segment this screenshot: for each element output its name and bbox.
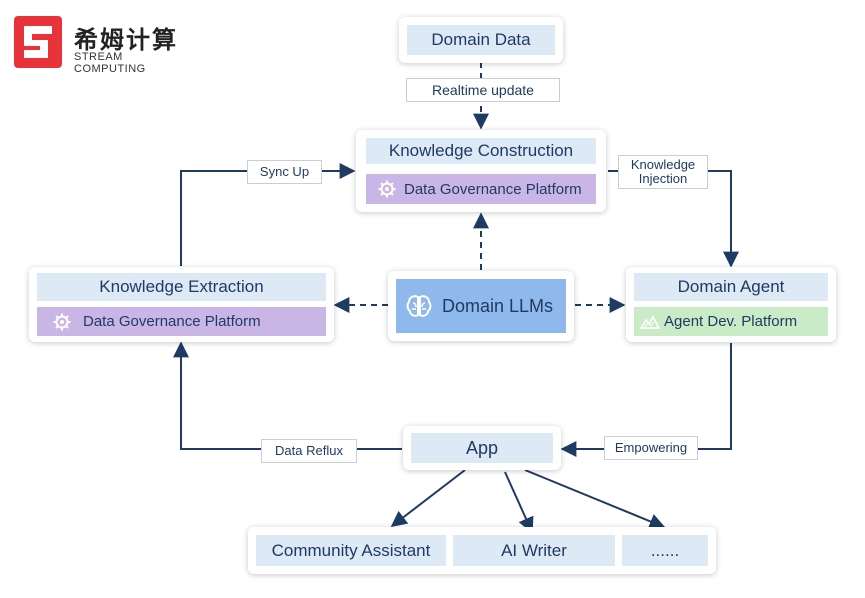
domain-agent-title: Domain Agent xyxy=(634,273,828,301)
arrow-app-writer xyxy=(504,471,534,534)
app-title: App xyxy=(411,433,553,463)
mountain-chart-icon xyxy=(640,314,660,329)
app-community-assistant: Community Assistant xyxy=(256,535,446,566)
construction-platform: Data Governance Platform xyxy=(366,174,596,204)
gear-brain-icon xyxy=(53,313,71,331)
app-card: App xyxy=(403,426,561,470)
logo-name-cn: 希姆计算 xyxy=(74,27,178,54)
app-ai-writer: AI Writer xyxy=(453,535,615,566)
domain-agent-card: Domain Agent Agent Dev. Platform xyxy=(626,267,836,342)
logo: 希姆计算 STREAM COMPUTING xyxy=(14,14,194,75)
domain-llms-card: Domain LLMs xyxy=(388,271,574,341)
agent-platform: Agent Dev. Platform xyxy=(634,307,828,336)
domain-llms-box: Domain LLMs xyxy=(396,279,566,333)
construction-platform-label: Data Governance Platform xyxy=(404,180,582,198)
knowledge-construction-card: Knowledge Construction Data Governance P… xyxy=(356,130,606,212)
gear-brain-icon xyxy=(378,180,396,198)
arrow-sync-up xyxy=(180,163,356,266)
extraction-platform-label: Data Governance Platform xyxy=(83,313,261,330)
label-empowering: Empowering xyxy=(604,436,698,460)
logo-mark-icon xyxy=(14,16,62,68)
label-knowledge-injection-text: Knowledge Injection xyxy=(630,157,696,186)
arrow-data-reflux xyxy=(173,341,402,450)
app-list-card: Community Assistant AI Writer ...... xyxy=(248,527,716,574)
extraction-platform: Data Governance Platform xyxy=(37,307,326,336)
logo-name-en: STREAM COMPUTING xyxy=(74,51,146,75)
domain-data-card: Domain Data xyxy=(399,17,563,63)
label-knowledge-injection: Knowledge Injection xyxy=(618,155,708,189)
label-realtime-update: Realtime update xyxy=(406,78,560,102)
arrow-app-more xyxy=(524,469,666,529)
label-sync-up: Sync Up xyxy=(247,160,322,184)
arrow-app-community xyxy=(390,469,466,527)
knowledge-extraction-card: Knowledge Extraction Data Governance Pla… xyxy=(29,267,334,342)
arrow-empowering xyxy=(560,343,732,457)
brain-icon xyxy=(406,294,432,318)
knowledge-extraction-title: Knowledge Extraction xyxy=(37,273,326,301)
app-more: ...... xyxy=(622,535,708,566)
knowledge-construction-title: Knowledge Construction xyxy=(366,138,596,164)
domain-llms-label: Domain LLMs xyxy=(442,295,554,316)
label-data-reflux: Data Reflux xyxy=(261,439,357,463)
agent-platform-label: Agent Dev. Platform xyxy=(664,313,798,330)
domain-data-title: Domain Data xyxy=(407,25,555,55)
